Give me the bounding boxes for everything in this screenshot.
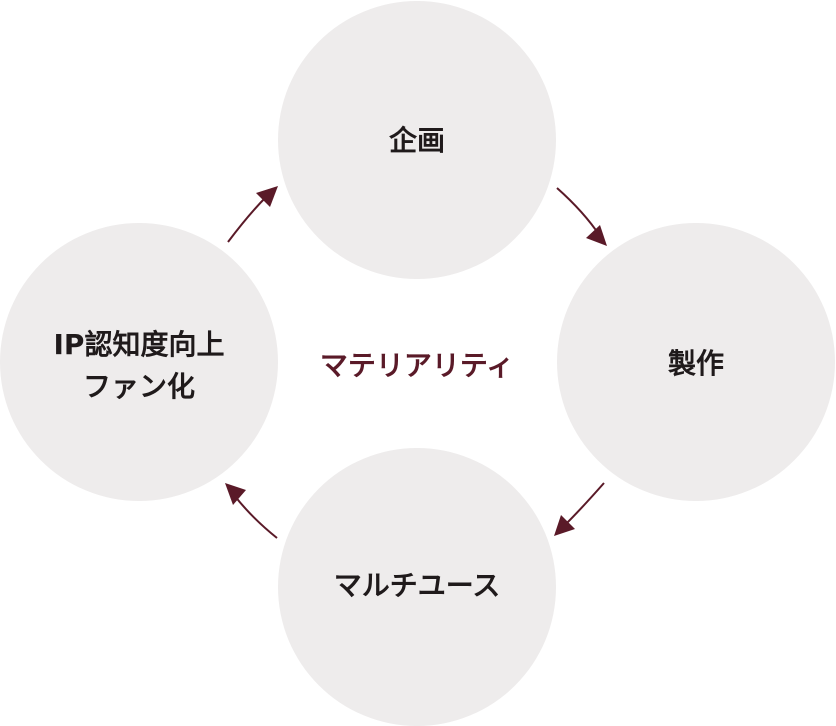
center-label: マテリアリティ — [320, 349, 514, 382]
node-multiuse: マルチユース — [278, 448, 556, 726]
node-ip-awareness-label-line1: IP認知度向上 — [54, 328, 225, 361]
node-multiuse-label: マルチユース — [334, 569, 501, 602]
arrow-ip-awareness-to-planning — [227, 195, 268, 243]
arrowhead-ip-awareness-to-planning — [256, 186, 278, 207]
arrow-production-to-multiuse — [563, 482, 605, 527]
node-production-label: 製作 — [668, 347, 724, 380]
node-planning-label: 企画 — [389, 124, 445, 157]
node-production-circle — [557, 223, 835, 501]
node-production: 製作 — [557, 223, 835, 501]
node-multiuse-circle — [278, 448, 556, 726]
arrowhead-planning-to-production — [586, 225, 607, 246]
arrow-multiuse-to-ip-awareness — [233, 494, 278, 539]
node-ip-awareness-circle — [0, 223, 278, 501]
arrow-planning-to-production — [556, 187, 601, 237]
arrowhead-production-to-multiuse — [554, 515, 575, 536]
node-ip-awareness-label-line2: ファン化 — [83, 370, 195, 403]
node-planning: 企画 — [278, 1, 556, 279]
node-ip-awareness: IP認知度向上 ファン化 — [0, 223, 278, 501]
arrowhead-multiuse-to-ip-awareness — [225, 483, 246, 505]
cycle-arrows — [225, 186, 607, 539]
node-planning-circle — [278, 1, 556, 279]
